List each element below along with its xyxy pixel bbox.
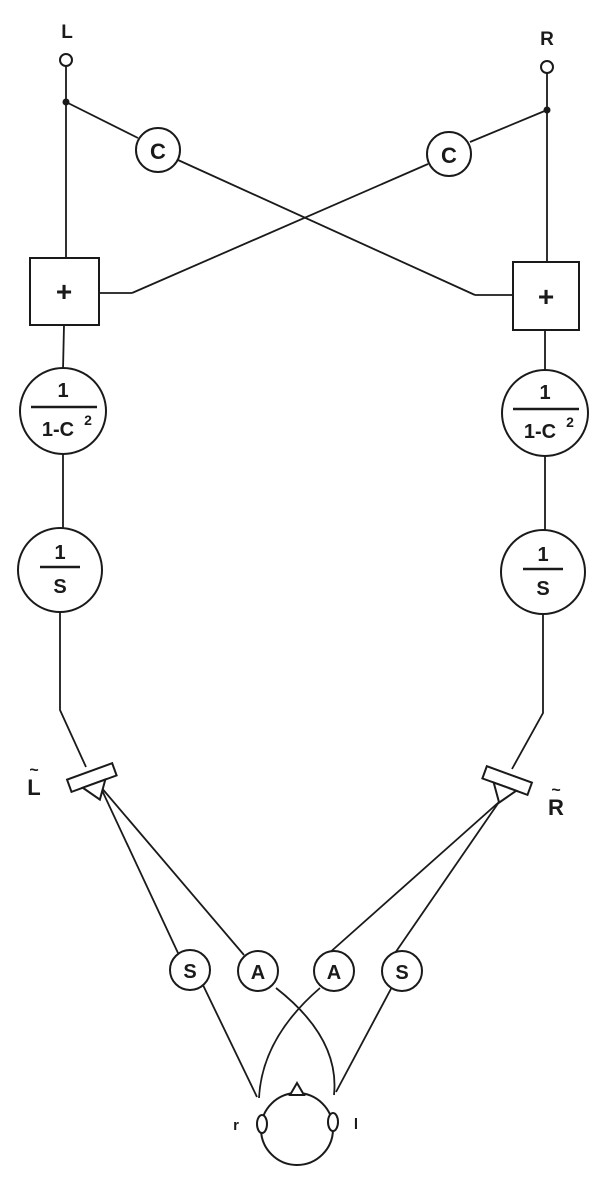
l-to-c-wire [65,101,139,139]
crossfeed-right-label: C [441,143,457,168]
speaker-left-tilde: ~ [29,762,38,779]
right-ear-icon [256,1114,268,1134]
right-integrator-to-speaker [511,614,544,770]
nose-icon [288,1081,306,1096]
left-ear-label: l [354,1116,358,1133]
speaker-right-icon [481,764,534,805]
right-speaker-to-s-path [392,801,500,957]
terminal-l-icon [59,53,73,67]
path-a-left-circle [237,950,279,992]
left-a-to-left-ear [275,987,336,1096]
integrator-left-circle [17,527,103,613]
input-terminal-r: R [540,29,554,74]
integrator-left-denominator: S [53,576,66,598]
wires [59,66,548,1099]
left-integrator-to-speaker [59,611,87,768]
speaker-left-icon [65,761,118,802]
integrator-right-numerator: 1 [537,544,548,566]
gain-right-circle [501,369,589,457]
summer-right-box [512,261,580,331]
r-to-c-wire [469,109,548,143]
gain-left-numerator: 1 [57,380,68,402]
gain-left-denominator: 1-C [42,419,74,441]
path-s-right-label: S [395,962,408,984]
integrator-node-right: 1 S [500,529,586,615]
gain-right-numerator: 1 [539,382,550,404]
left-speaker-to-s-path [99,785,179,954]
left-summer-to-gain [62,324,65,371]
path-s-left-circle [169,949,211,991]
path-s-right-circle [381,950,423,992]
summer-left-box [29,257,100,326]
crossfeed-left-label: C [150,139,166,164]
left-junction-dot [62,98,70,106]
path-node-a-right: A [313,950,355,992]
left-s-to-right-ear [201,982,258,1098]
summer-left-label: + [56,276,72,307]
crossfeed-node-left: C [135,127,181,173]
gain-right-denominator: 1-C [524,421,556,443]
gain-node-right: 1 1-C 2 [501,369,589,457]
path-a-right-label: A [327,962,341,984]
left-ear-icon [327,1112,339,1132]
speaker-right-label: R [548,795,564,820]
summer-left: + [29,257,100,326]
gain-left-exponent: 2 [84,412,92,428]
path-a-right-circle [313,950,355,992]
summer-right: + [512,261,580,331]
integrator-right-circle [500,529,586,615]
integrator-node-left: 1 S [17,527,103,613]
integrator-left-numerator: 1 [54,542,65,564]
speaker-left: L ~ [27,761,118,802]
gain-left-circle [19,367,107,455]
path-node-s-left: S [169,949,211,991]
right-ear-label: r [233,1117,239,1134]
terminal-l-label: L [61,22,73,43]
speaker-right-tilde: ~ [551,782,560,799]
integrator-right-denominator: S [536,578,549,600]
summer-right-label: + [538,281,554,312]
path-node-a-left: A [237,950,279,992]
speaker-left-label: L [27,775,40,800]
head-icon [260,1092,334,1166]
terminal-r-icon [540,60,554,74]
terminal-r-label: R [540,29,554,50]
path-node-s-right: S [381,950,423,992]
gain-right-exponent: 2 [566,414,574,430]
c-to-right-summer-wire [177,159,476,296]
path-s-left-label: S [183,961,196,983]
speaker-right: R ~ [481,764,564,820]
right-s-to-left-ear [335,984,394,1093]
left-speaker-to-a-path [99,785,245,956]
right-speaker-to-a-path [326,801,500,956]
crossfeed-node-right: C [426,131,472,177]
right-a-to-right-ear [258,987,321,1099]
crossfeed-left-circle [135,127,181,173]
listener-head: r l [233,1081,358,1166]
c-to-left-summer-wire [131,163,429,294]
input-terminal-l: L [59,22,73,67]
right-junction-dot [543,106,551,114]
crossfeed-right-circle [426,131,472,177]
gain-node-left: 1 1-C 2 [19,367,107,455]
path-a-left-label: A [251,962,265,984]
